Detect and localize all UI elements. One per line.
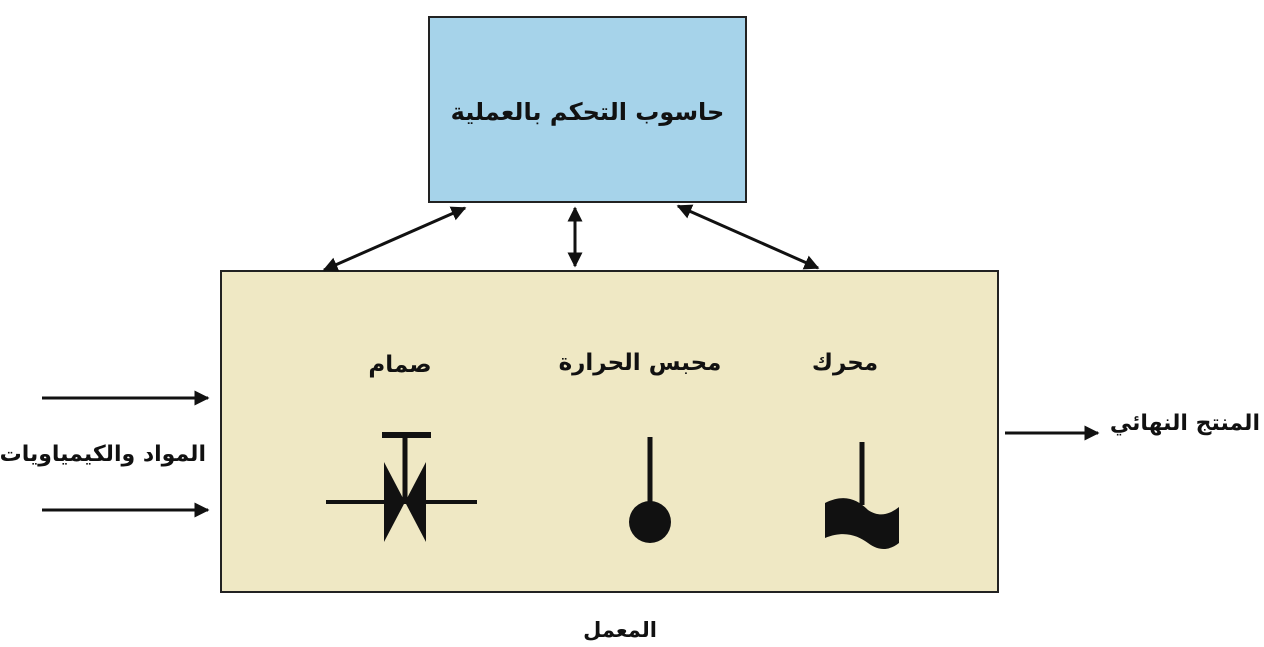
- process-computer-label: حاسوب التحكم بالعملية: [450, 98, 725, 126]
- link-arrow-right: [676, 204, 820, 270]
- thermocouple-label: محبس الحرارة: [558, 350, 722, 376]
- inputs-label: المواد والكيمياويات: [0, 442, 206, 467]
- thermocouple-icon: [629, 437, 671, 543]
- link-arrow-left: [322, 206, 467, 272]
- process-computer-box: [428, 16, 747, 203]
- motor-label: محرك: [811, 350, 879, 376]
- valve-label: صمام: [368, 352, 432, 378]
- motor-icon: [825, 442, 899, 550]
- output-label: المنتج النهائي: [1109, 411, 1260, 436]
- valve-icon: [326, 432, 477, 542]
- plant-label: المعمل: [583, 618, 657, 642]
